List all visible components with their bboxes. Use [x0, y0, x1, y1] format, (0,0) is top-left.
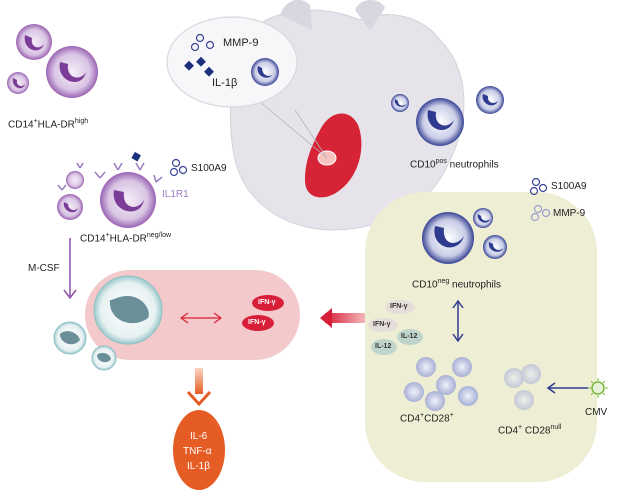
mcsf-arrow [63, 238, 77, 300]
label-cmv: CMV [585, 407, 608, 418]
cd14-low-base: CD14 [80, 233, 106, 245]
label-s100a9-left: S100A9 [191, 163, 227, 174]
cd10neg-sup: neg [437, 278, 450, 285]
output-il1b: IL-1β [187, 461, 210, 472]
tcell-neutrophil-box [365, 192, 597, 482]
cd10pos-tail: neutrophils [446, 159, 499, 171]
macrophage-cells [53, 275, 163, 371]
cd4-cd28pos-tcells [404, 357, 478, 411]
cd10pos-sup: pos [435, 158, 447, 165]
label-ifng-red-2: IFN-γ [248, 319, 266, 326]
label-il12-1: IL-12 [401, 333, 418, 340]
monocyte-low-cells [57, 162, 163, 228]
cd4-cd28null-sup2: null [550, 424, 562, 431]
cd4-cd28null-tcells [504, 364, 541, 410]
label-mcsf: M-CSF [28, 263, 60, 274]
label-ifng-red-1: IFN-γ [258, 299, 276, 306]
s100a9-ligand-square [131, 151, 141, 162]
ifng-ovals-red [242, 295, 284, 331]
cd10neg-neutrophils [422, 208, 507, 264]
bubble-neutrophil [251, 58, 279, 86]
label-s100a9-right: S100A9 [551, 181, 587, 192]
cd14-high-mid: HLA-DR [37, 119, 75, 131]
label-il1b: IL-1β [212, 77, 238, 89]
cd10neg-tail: neutrophils [449, 279, 501, 291]
zoom-bubble [166, 16, 298, 108]
cytokine-green-ovals [368, 300, 423, 355]
cd4-cd28null-base: CD4 [498, 425, 519, 437]
label-cd14-high: CD14+HLA-DRhigh [8, 118, 88, 130]
cd4-cd28pos-mid: CD28 [424, 413, 450, 425]
label-ifng-green-1: IFN-γ [390, 303, 408, 310]
mmp9-dots [190, 33, 215, 52]
orange-arrow [186, 368, 212, 407]
label-ifng-green-2: IFN-γ [373, 321, 391, 328]
label-cd10neg: CD10neg neutrophils [412, 278, 501, 290]
double-arrow-pink [179, 312, 223, 324]
cd4-cd28pos-sup1: + [420, 412, 425, 419]
label-il1r1: IL1R1 [162, 189, 189, 200]
output-il6: IL-6 [190, 431, 208, 442]
mmp9-dots-right [530, 204, 551, 222]
cd14-high-sup1: + [33, 118, 38, 125]
cytokine-output-oval [173, 410, 225, 490]
cd10pos-neutrophils [391, 86, 504, 146]
label-cd14-low: CD14+HLA-DRneg/low [80, 232, 171, 244]
il1b-squares [184, 56, 214, 77]
cd14-low-mid: HLA-DR [109, 233, 147, 245]
cd4-cd28null-sup1: + [518, 424, 523, 431]
big-red-arrow [320, 308, 365, 328]
cd4-cd28pos-base: CD4 [400, 413, 421, 425]
s100a9-dots-left [169, 158, 188, 177]
cd14-high-sup2: high [74, 118, 89, 125]
label-mmp9-right: MMP-9 [553, 208, 586, 219]
cmv-virus-icon [588, 378, 608, 398]
label-cd4-cd28null: CD4+ CD28null [498, 424, 561, 436]
output-tnfa: TNF-α [183, 446, 212, 457]
cd4-cd28null-mid: CD28 [522, 425, 551, 437]
cd4-cd28pos-sup2: + [449, 412, 454, 419]
infarct-zone [257, 99, 362, 198]
label-cd4-cd28pos: CD4+CD28+ [400, 412, 454, 424]
cd14-low-sup2: neg/low [146, 232, 172, 239]
s100a9-dots-right [529, 177, 548, 196]
monocyte-high-cells [7, 24, 98, 98]
double-arrow-vertical [452, 299, 464, 343]
cd14-low-sup1: + [105, 232, 110, 239]
cmv-arrow [546, 382, 588, 394]
label-il12-2: IL-12 [375, 343, 392, 350]
cd14-high-base: CD14 [8, 119, 34, 131]
label-cd10pos: CD10pos neutrophils [410, 158, 499, 170]
label-mmp9: MMP-9 [223, 37, 259, 49]
cd10pos-base: CD10 [410, 159, 436, 171]
cd10neg-base: CD10 [412, 279, 438, 291]
